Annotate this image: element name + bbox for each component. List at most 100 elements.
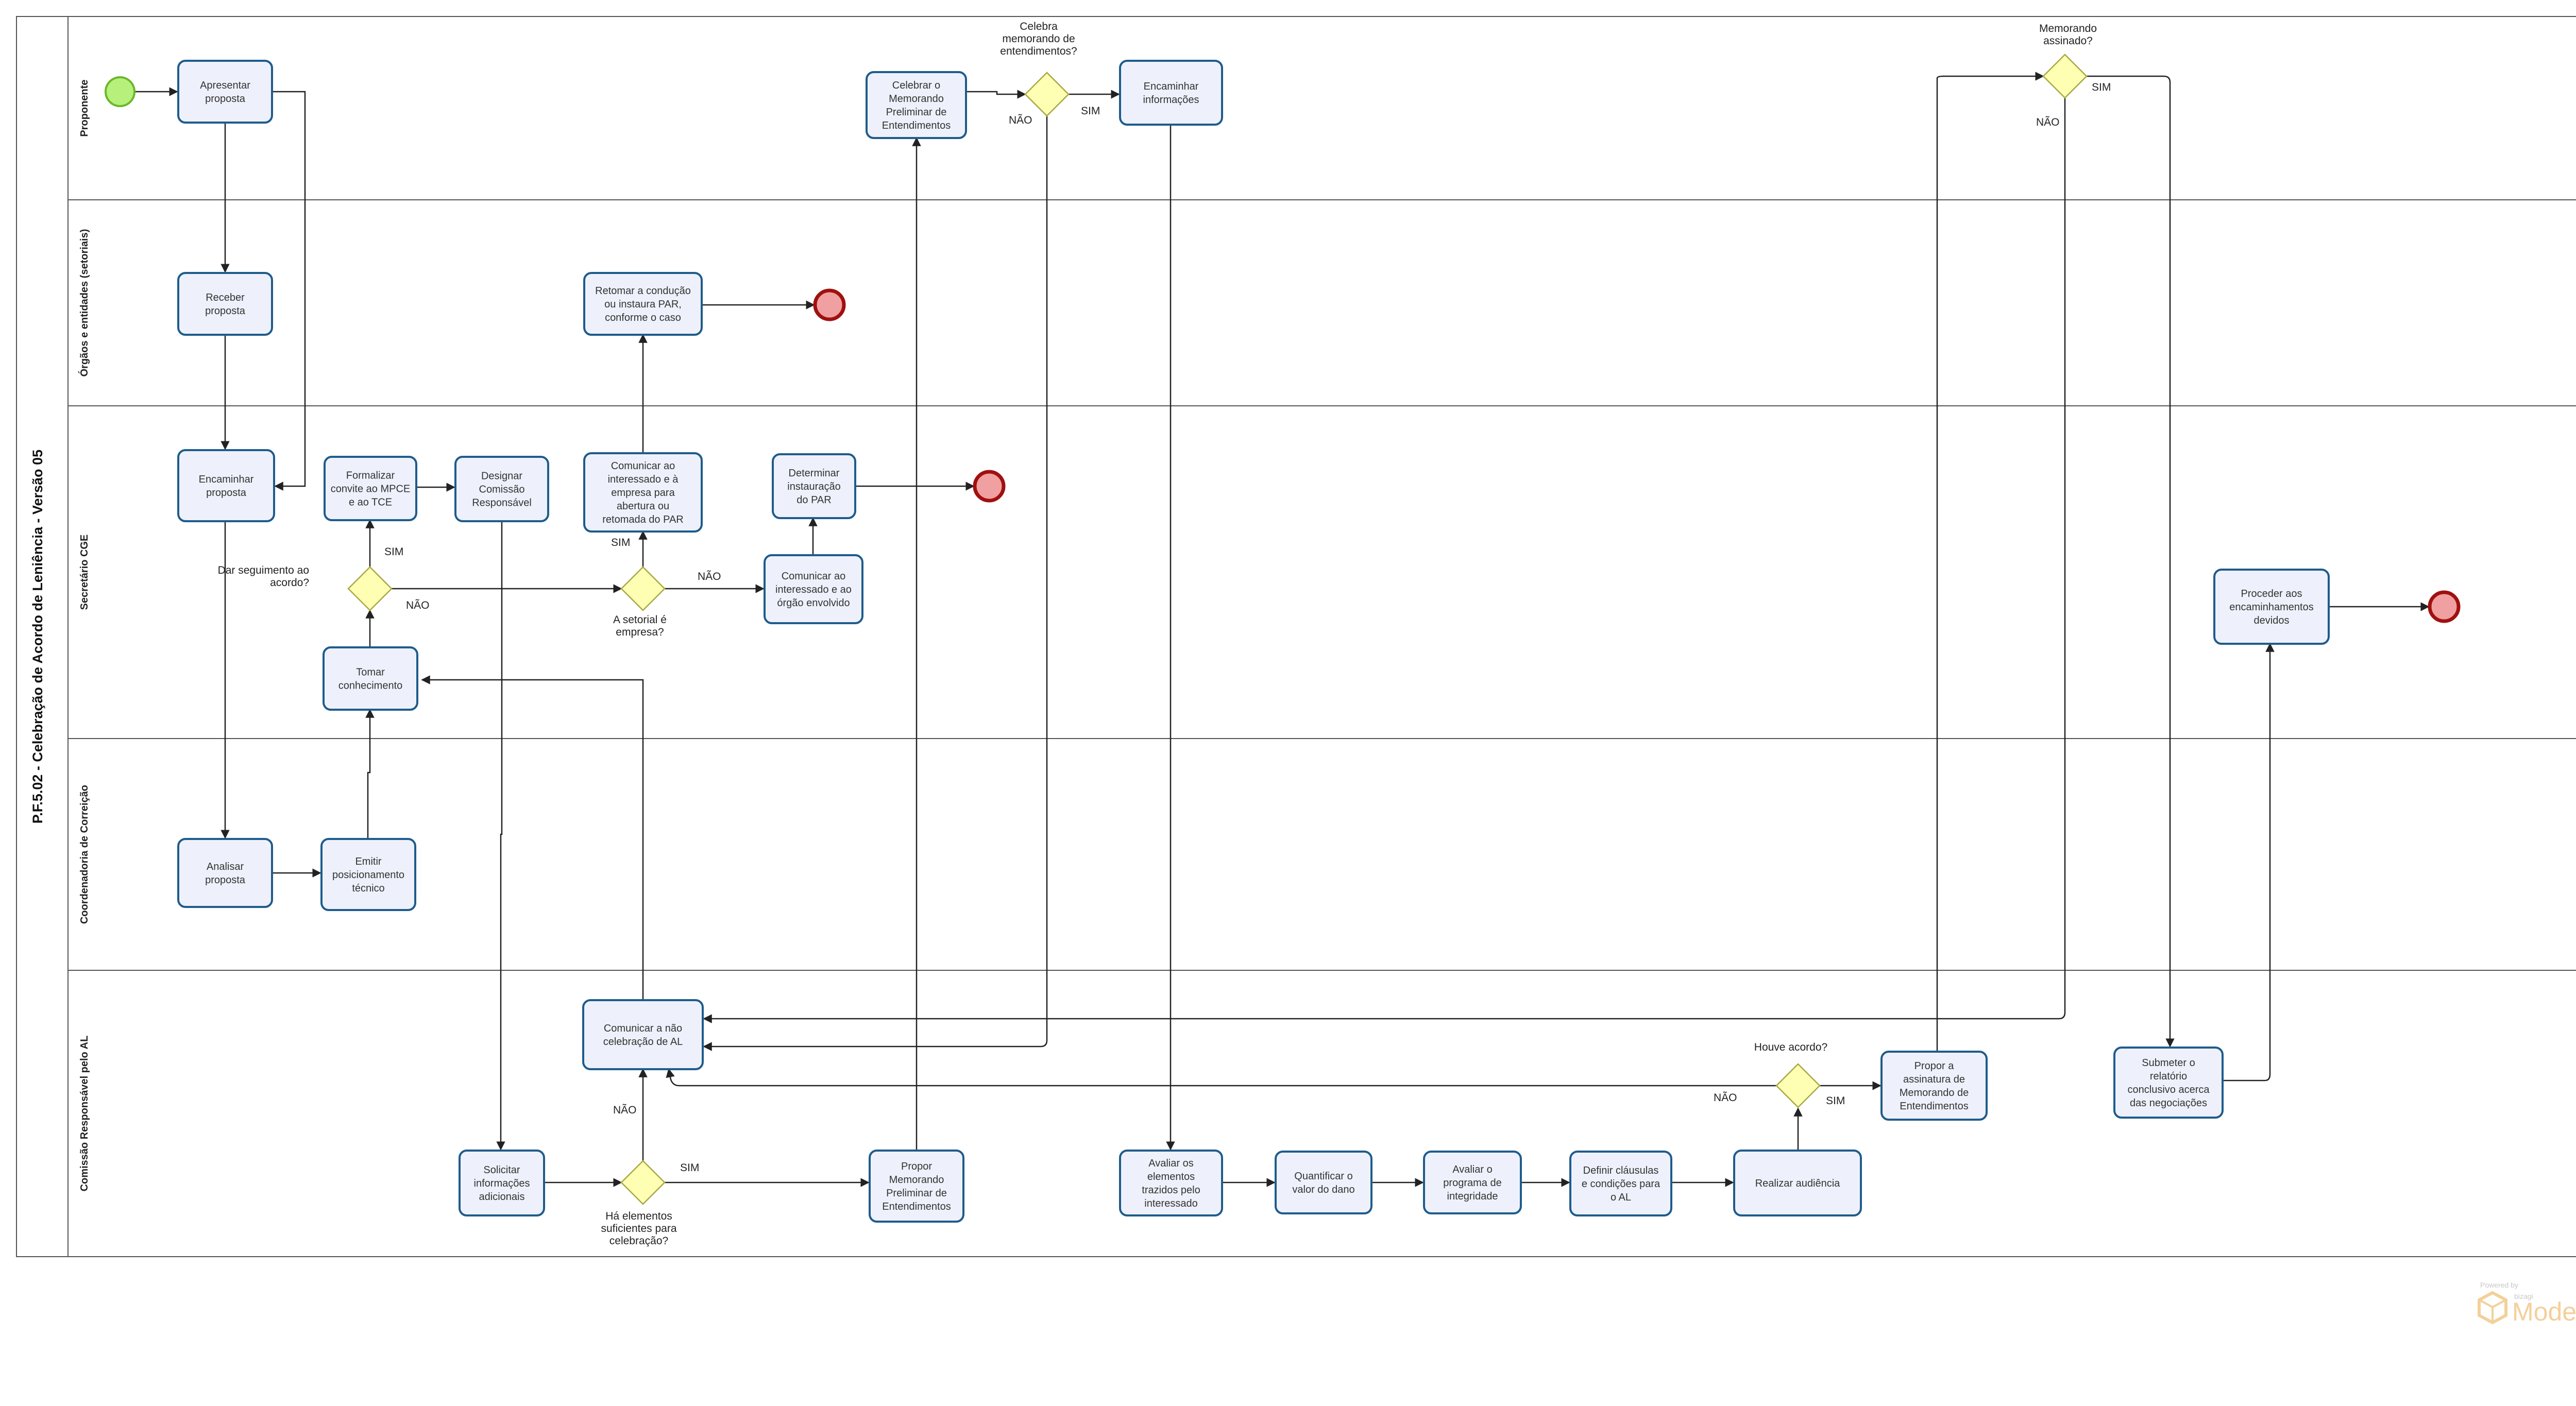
task-box	[869, 1150, 964, 1223]
task-label-line: posicionamento	[332, 869, 404, 881]
task-label-line: do PAR	[796, 494, 831, 506]
gateway-question-line: suficientes para	[601, 1223, 676, 1234]
end-event-proceder	[2428, 590, 2461, 623]
task-emitir: Emitir posicionamento técnico	[320, 838, 416, 911]
task-label-line: convite ao MPCE	[331, 484, 411, 495]
task-box	[772, 453, 856, 519]
task-label-line: Entendimentos	[882, 120, 951, 131]
task-label-line: instauração	[787, 481, 840, 492]
gateway-diamond	[620, 1160, 666, 1205]
task-label-line: conforme o caso	[605, 312, 681, 323]
label-nao-elementos: NÃO	[613, 1104, 637, 1116]
task-label-line: Determinar	[789, 468, 840, 479]
flow-assinado-to-submeter	[2087, 75, 2175, 1048]
gateway-diamond	[1024, 72, 1070, 117]
lane-label-secretario: Secretário CGE	[79, 535, 90, 610]
task-label-line: Emitir	[355, 856, 381, 867]
task-label-line: interessado	[1144, 1198, 1197, 1209]
task-label-line: e condições para	[1582, 1178, 1660, 1190]
lanes: Proponente Órgãos e entidades (setoriais…	[68, 79, 2576, 1191]
task-label-line: Apresentar	[200, 80, 250, 91]
end-event-retomar	[813, 288, 846, 321]
task-label-line: empresa para	[611, 487, 675, 499]
gateway-question-line: Há elementos	[605, 1210, 672, 1222]
gateway-diamond	[347, 566, 393, 611]
lane-label-proponente: Proponente	[79, 79, 90, 136]
task-label-line: Memorando	[889, 93, 944, 105]
task-label-line: técnico	[352, 883, 384, 894]
task-label-line: proposta	[205, 93, 246, 105]
task-realizar: Realizar audiência	[1733, 1150, 1862, 1216]
task-label-line: Proceder aos	[2241, 588, 2302, 599]
events	[105, 76, 2461, 623]
task-label-line: Submeter o	[2142, 1057, 2195, 1069]
lane-label-coordenadoria: Coordenadoria de Correição	[79, 785, 90, 924]
flow-gateway-to-comunicar-nao	[703, 116, 1048, 1051]
flow-propor-assinatura-to-gateway	[1936, 72, 2044, 1051]
task-label-line: encaminhamentos	[2229, 602, 2313, 613]
task-label-line: das negociações	[2130, 1098, 2207, 1109]
task-box	[764, 554, 863, 624]
task-label-line: valor do dano	[1292, 1184, 1354, 1195]
task-label-line: Preliminar de	[886, 107, 947, 118]
task-box	[177, 60, 273, 124]
task-label-line: Designar	[481, 471, 522, 482]
task-label-line: Quantificar o	[1294, 1171, 1352, 1182]
gateway-question-line: acordo?	[270, 577, 309, 589]
task-label-line: informações	[1143, 94, 1199, 106]
task-label-line: Realizar audiência	[1755, 1178, 1840, 1189]
task-box	[1119, 60, 1223, 126]
task-label-line: abertura ou	[617, 501, 669, 512]
task-label-line: e ao TCE	[349, 497, 392, 508]
task-label-line: interessado e à	[608, 474, 679, 485]
flow-houve-acordo-no-to-comunicar	[666, 1068, 1776, 1087]
modeler-text: Modeler	[2512, 1297, 2576, 1326]
gateway-diamond	[2042, 54, 2088, 99]
task-label-line: Comunicar ao	[782, 571, 846, 582]
label-sim-houve: SIM	[1826, 1095, 1845, 1107]
task-label-line: Analisar	[207, 861, 244, 872]
task-label-line: Responsável	[472, 498, 532, 509]
flow-submeter-to-proceder	[2223, 643, 2275, 1082]
task-label-line: Avaliar o	[1452, 1164, 1492, 1175]
task-label-line: Propor a	[1914, 1060, 1955, 1072]
label-sim-celebra: SIM	[1081, 105, 1100, 117]
flow-comunicar-nao-to-tomar	[421, 675, 644, 999]
task-label-line: proposta	[205, 875, 246, 886]
task-box	[1423, 1151, 1522, 1214]
task-apresentar: Apresentar proposta	[177, 60, 273, 124]
label-nao-assinado: NÃO	[2036, 116, 2060, 128]
task-label-line: elementos	[1147, 1171, 1195, 1182]
task-label-line: Memorando	[889, 1174, 944, 1186]
flow-designar-to-solicitar	[496, 521, 505, 1151]
lane-label-orgaos: Órgãos e entidades (setoriais)	[78, 229, 90, 377]
label-sim-elementos: SIM	[680, 1162, 699, 1174]
task-box	[1569, 1151, 1672, 1216]
task-label-line: informações	[474, 1178, 530, 1189]
task-label-line: celebração de AL	[603, 1036, 683, 1048]
task-box	[583, 272, 703, 336]
task-label-line: Propor	[901, 1161, 932, 1172]
task-box	[459, 1150, 545, 1216]
task-label-line: Tomar	[356, 667, 385, 678]
task-analisar: Analisar proposta	[177, 838, 273, 908]
task-label-line: integridade	[1447, 1191, 1498, 1202]
label-nao-houve: NÃO	[1714, 1091, 1737, 1104]
gateway-question-line: A setorial é	[613, 614, 667, 626]
flow-labels: SIM NÃO SIM NÃO NÃO SIM NÃO SIM NÃO SIM …	[384, 81, 2111, 1174]
task-label-line: Solicitar	[483, 1164, 520, 1176]
